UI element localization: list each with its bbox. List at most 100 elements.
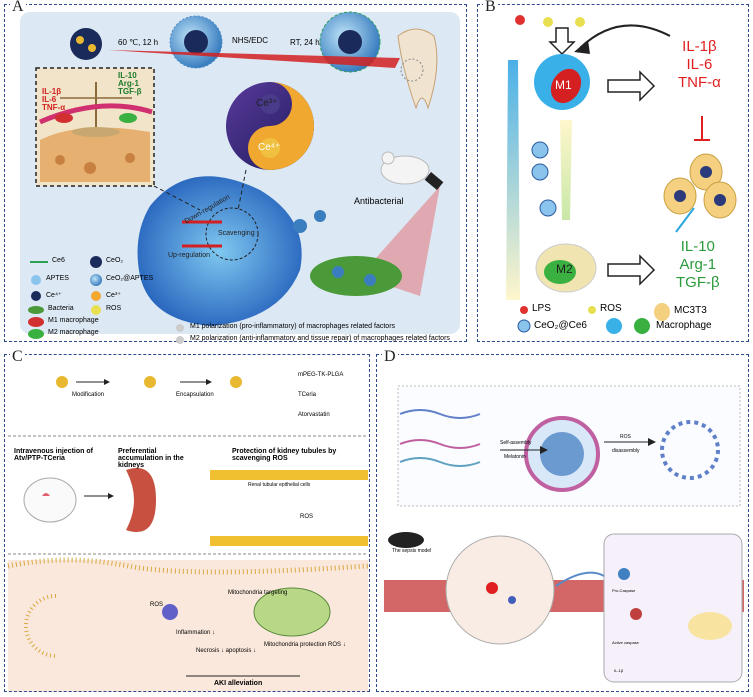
down-arrow (548, 27, 576, 56)
endosome (24, 594, 57, 658)
legend-aptes: APTES (46, 275, 69, 282)
cell-signaling-box (603, 533, 743, 683)
legend-ceo2: CeO₂ (106, 257, 124, 264)
legend-ceo2-aptes: CeO₂@APTES (106, 275, 154, 282)
ceo2-legend-icon (90, 256, 102, 268)
legend-ros: ROS (106, 305, 122, 312)
lps-particle (515, 15, 525, 25)
c-legend-polymer: mPEG-TK-PLGA (298, 372, 344, 378)
m1-legend-icon (28, 317, 44, 327)
necrosis-label: Necrosis ↓ apoptosis ↓ (196, 648, 257, 654)
d-ros-label: ROS (620, 434, 631, 440)
tubule-cells-bottom (210, 536, 368, 546)
inset-pro-factors: IL-1β IL-6 TNF-α (42, 88, 65, 112)
ce4-legend-icon (31, 291, 41, 301)
c-legend-tceria: TCeria (298, 392, 317, 398)
tooth-icon (397, 28, 438, 110)
synthesis-step1: 60 ℃, 12 h (118, 38, 159, 47)
c-step2: Preferential accumulation in the kidneys (118, 448, 184, 469)
sepsis-label: The sepsis model (392, 548, 432, 554)
pro-caspase-label: Pro-Caspase (612, 588, 636, 593)
panel-d (376, 354, 749, 692)
modification-label: Modification (72, 392, 105, 398)
b-legend-macrophage: Macrophage (656, 320, 712, 331)
tubule-cells-top (210, 470, 368, 480)
zoom-circle-vessel (445, 535, 555, 645)
legend-ce4: Ce⁴⁺ (46, 292, 62, 299)
panel-c (4, 354, 370, 692)
inflammation-label: Inflammation ↓ (176, 630, 216, 636)
promotion-arrow (675, 207, 695, 233)
synthesis-arrow (108, 50, 400, 68)
anti-inflammatory-factors: IL-10 Arg-1 TGF-β (676, 238, 720, 292)
mouse-model-icon (23, 477, 77, 523)
b-il10: IL-10 (680, 238, 715, 255)
inset-arg1: Arg-1 (118, 79, 139, 88)
c-mid-ros: ROS (300, 514, 314, 520)
protection-label: Mitochondria protection ROS ↓ (264, 642, 346, 648)
inset-il10: IL-10 (118, 71, 137, 80)
bacteria-icon (310, 256, 402, 296)
up-regulation-label: Up-regulation (168, 252, 211, 259)
concentration-wedge (506, 60, 520, 300)
inset-il1b: IL-1β (42, 87, 62, 96)
c-step1: Intravenous injection of Atv/PTP-TCeria (14, 448, 93, 462)
melatonin-label: Melatonin (504, 454, 526, 460)
m2-legend-icon (28, 329, 44, 339)
disassembled-particle (660, 420, 720, 480)
b-legend-ros: ROS (600, 303, 622, 314)
legend-m2: M2 macrophage (48, 329, 99, 336)
kidney-icon (126, 468, 156, 532)
self-assembly-label: Self-assembly (500, 440, 532, 446)
ceo2-aptes-legend-icon (90, 274, 102, 286)
disassembly-label: disassembly (612, 448, 640, 454)
m2-label: M2 (556, 262, 573, 276)
panel-c-label: C (10, 348, 25, 366)
legend-ce3: Ce³⁺ (106, 292, 121, 299)
aki-label: AKI alleviation (214, 680, 263, 687)
panel-d-label: D (382, 348, 398, 366)
ros-legend-icon (91, 305, 101, 315)
synthesis-step2: NHS/EDC (232, 36, 269, 45)
aptes-legend-icon (31, 275, 41, 285)
ceo2-core-icon (70, 28, 102, 60)
inset-il6: IL-6 (42, 95, 57, 104)
loaded-tceria (230, 376, 242, 388)
panel-a (4, 4, 467, 342)
yin-yang-bottom-label: Ce⁴⁺ (258, 142, 281, 153)
synthesis-step3: RT, 24 h (290, 38, 320, 47)
c-legend-atorvastatin: Atorvastatin (298, 412, 330, 418)
b-tgfb: TGF-β (676, 274, 720, 291)
m2-macrophage-icon (119, 113, 137, 123)
inset-anti-factors: IL-10 Arg-1 TGF-β (118, 72, 142, 96)
b-legend-mc3t3: MC3T3 (674, 305, 707, 316)
m1-macrophage-icon (55, 113, 73, 123)
macrophage-cell-blob (137, 176, 302, 326)
tceria-particle (56, 376, 68, 388)
b-legend-ceo2: CeO₂@Ce6 (534, 320, 587, 331)
encapsulation-label: Encapsulation (176, 392, 214, 398)
legend-ce6: Ce6 (52, 257, 65, 264)
legend-m1: M1 macrophage (48, 317, 99, 324)
panel-b (477, 4, 749, 342)
legend-m2-factors: M2 polarization (anti-inflammatory and t… (190, 335, 450, 342)
ce3-legend-icon (91, 291, 101, 301)
m1-label: M1 (555, 78, 572, 92)
b-il1b: IL-1β (682, 38, 717, 55)
b-tnfa: TNF-α (678, 74, 721, 91)
legend-bacteria: Bacteria (48, 305, 74, 312)
legend-m1-factors: M1 polarization (pro-inflammatory) of ma… (190, 323, 396, 330)
c-cells-label: Renal tubular epithelial cells (248, 482, 311, 488)
c-step3: Protection of kidney tubules by scavengi… (232, 448, 337, 462)
mitochondrion-icon (253, 587, 331, 637)
targeting-label: Mitochondria targeting (228, 590, 288, 596)
inset-tgfb: TGF-β (118, 87, 142, 96)
feedback-arrow (579, 24, 671, 49)
cell-membrane (7, 557, 369, 575)
b-arg1: Arg-1 (679, 256, 717, 273)
antibacterial-label: Antibacterial (354, 196, 404, 206)
pro-inflammatory-factors: IL-1β IL-6 TNF-α (678, 38, 721, 92)
yin-yang-top-label: Ce³⁺ (256, 98, 278, 109)
